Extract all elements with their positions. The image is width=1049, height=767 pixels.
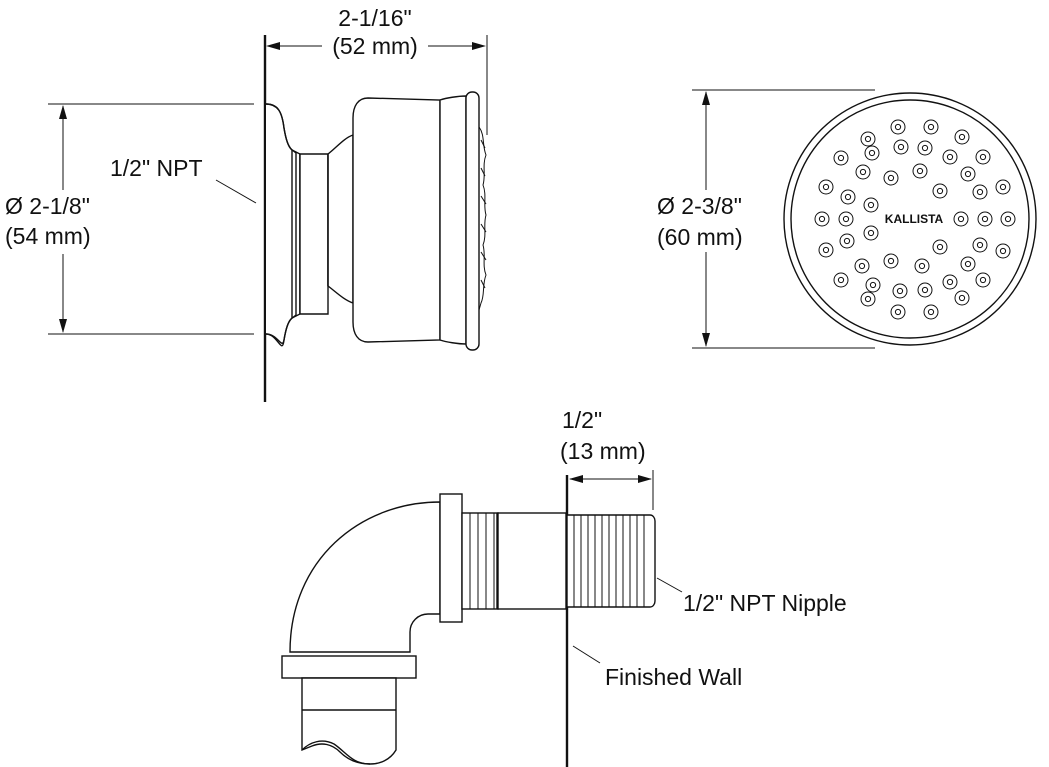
- projection-metric-label: (13 mm): [560, 438, 646, 464]
- nozzle-icon: [995, 179, 1011, 195]
- spray-ring: [439, 95, 467, 345]
- depth-imperial-label: 2-1/16": [338, 5, 411, 31]
- nozzle-icon: [863, 225, 879, 241]
- nozzle-icon: [972, 184, 988, 200]
- nozzle-icon: [840, 189, 856, 205]
- nozzle-icon: [975, 272, 991, 288]
- nipple-leader-line: [656, 577, 683, 593]
- nozzle-icon: [892, 283, 908, 299]
- installation-view: 1/2" (13 mm) 1/2" NPT Nipple: [281, 407, 847, 767]
- nozzle-grid: [814, 119, 1016, 320]
- nozzle-icon: [917, 282, 933, 298]
- nozzle-icon: [954, 129, 970, 145]
- nozzle-icon: [890, 304, 906, 320]
- height-imperial-label: Ø 2-1/8": [5, 193, 90, 219]
- nozzle-icon: [975, 149, 991, 165]
- nozzle-icon: [890, 119, 906, 135]
- nozzle-icon: [1000, 211, 1016, 227]
- nozzle-icon: [923, 304, 939, 320]
- nozzle-icon: [960, 166, 976, 182]
- face-plate: [465, 91, 480, 351]
- nozzle-icon: [923, 119, 939, 135]
- nozzle-icon: [883, 170, 899, 186]
- height-dimension: Ø 2-1/8" (54 mm): [5, 103, 254, 335]
- leader-line: [215, 179, 257, 204]
- nozzle-icon: [942, 274, 958, 290]
- wall-label: Finished Wall: [605, 664, 742, 690]
- nozzle-icon: [860, 131, 876, 147]
- depth-dimension: 2-1/16" (52 mm): [266, 5, 486, 59]
- nozzle-icon: [854, 258, 870, 274]
- nozzle-profile: [478, 126, 487, 311]
- nozzle-icon: [932, 183, 948, 199]
- projection-imperial-label: 1/2": [562, 407, 602, 433]
- nipple-projection-dimension: 1/2" (13 mm): [560, 407, 652, 483]
- nozzle-icon: [839, 233, 855, 249]
- nozzle-icon: [855, 164, 871, 180]
- elbow-thread-lines: [469, 513, 498, 609]
- wall-leader-line: [572, 645, 601, 664]
- nozzle-icon: [953, 211, 969, 227]
- nozzle-icon: [833, 150, 849, 166]
- nozzle-icon: [942, 149, 958, 165]
- depth-metric-label: (52 mm): [332, 33, 418, 59]
- height-metric-label: (54 mm): [5, 223, 91, 249]
- side-view: 2-1/16" (52 mm) Ø 2-1/8" (54 mm) 1/2" NP…: [5, 5, 488, 402]
- nipple-thread-lines: [573, 515, 645, 607]
- elbow-body: [289, 501, 441, 653]
- nozzle-icon: [818, 179, 834, 195]
- elbow-flange-bottom: [281, 655, 417, 679]
- nozzle-icon: [818, 242, 834, 258]
- spray-body: [352, 97, 441, 343]
- nipple-label: 1/2" NPT Nipple: [683, 590, 847, 616]
- npt-callout: 1/2" NPT: [110, 155, 257, 204]
- brand-mark: KALLISTA: [885, 212, 944, 226]
- nozzle-icon: [995, 243, 1011, 259]
- nozzle-icon: [864, 145, 880, 161]
- nozzle-icon: [914, 258, 930, 274]
- diameter-metric-label: (60 mm): [657, 224, 743, 250]
- nozzle-icon: [960, 256, 976, 272]
- nozzle-icon: [893, 139, 909, 155]
- npt-label: 1/2" NPT: [110, 155, 203, 181]
- diameter-imperial-label: Ø 2-3/8": [657, 193, 742, 219]
- nozzle-icon: [912, 163, 928, 179]
- nozzle-icon: [954, 290, 970, 306]
- nozzle-icon: [838, 211, 854, 227]
- elbow-thread: [461, 512, 499, 610]
- elbow-flange-top: [439, 493, 463, 623]
- nozzle-icon: [917, 140, 933, 156]
- nozzle-icon: [814, 211, 830, 227]
- pipe-break: [301, 740, 371, 765]
- front-view: Ø 2-3/8" (60 mm) KALLISTA: [657, 89, 1037, 349]
- coupling: [497, 512, 567, 610]
- nozzle-icon: [977, 211, 993, 227]
- spray-face-outer: [783, 92, 1037, 346]
- nozzle-icon: [932, 239, 948, 255]
- nozzle-icon: [865, 277, 881, 293]
- npt-nipple: [566, 514, 656, 608]
- nozzle-icon: [863, 197, 879, 213]
- neck-flare: [327, 134, 354, 304]
- nozzle-icon: [833, 272, 849, 288]
- supply-pipe: [301, 677, 397, 765]
- nozzle-icon: [972, 237, 988, 253]
- nozzle-icon: [883, 253, 899, 269]
- nozzle-icon: [860, 291, 876, 307]
- spray-face-inner: [790, 99, 1030, 339]
- neck: [299, 153, 329, 315]
